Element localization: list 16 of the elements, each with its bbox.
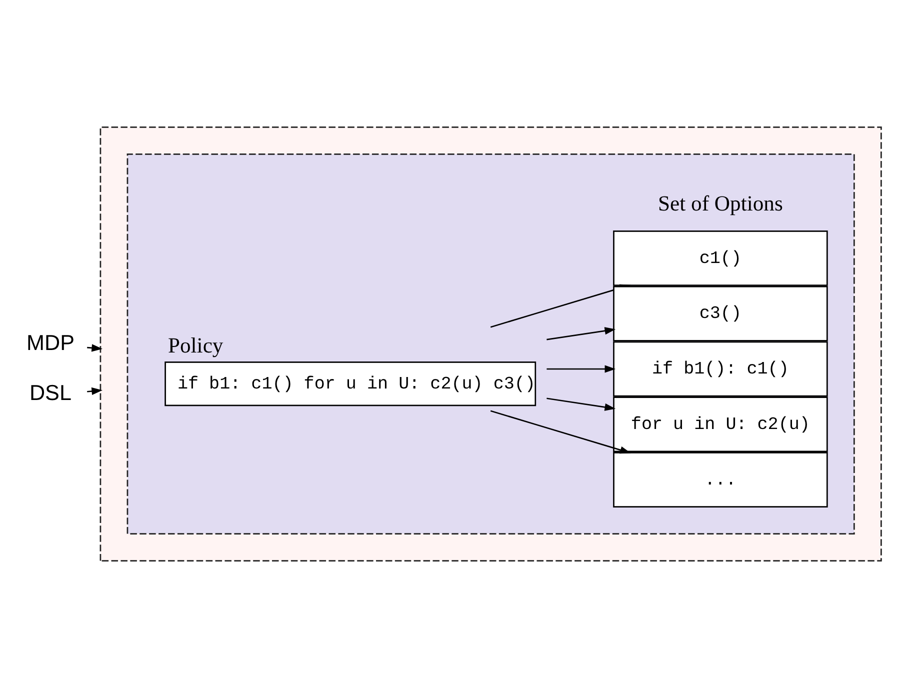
arrow: [490, 410, 631, 454]
node-text: MDP: [26, 329, 74, 354]
arrow: [87, 344, 102, 352]
node-text: DSL: [29, 379, 72, 404]
node-box: if b1(): c1(): [613, 340, 828, 396]
label: Set of Options: [658, 191, 783, 216]
node-box: for u in U: c2(u): [613, 396, 828, 452]
cluster: [126, 153, 855, 534]
node-box: c1(): [613, 230, 828, 286]
node-label: Policy: [168, 333, 224, 358]
cluster: [100, 126, 882, 561]
node-box: c3(): [613, 285, 828, 341]
arrow: [546, 397, 616, 410]
arrow: [546, 326, 616, 340]
arrow: [546, 364, 616, 372]
node-box: ...: [613, 452, 828, 507]
